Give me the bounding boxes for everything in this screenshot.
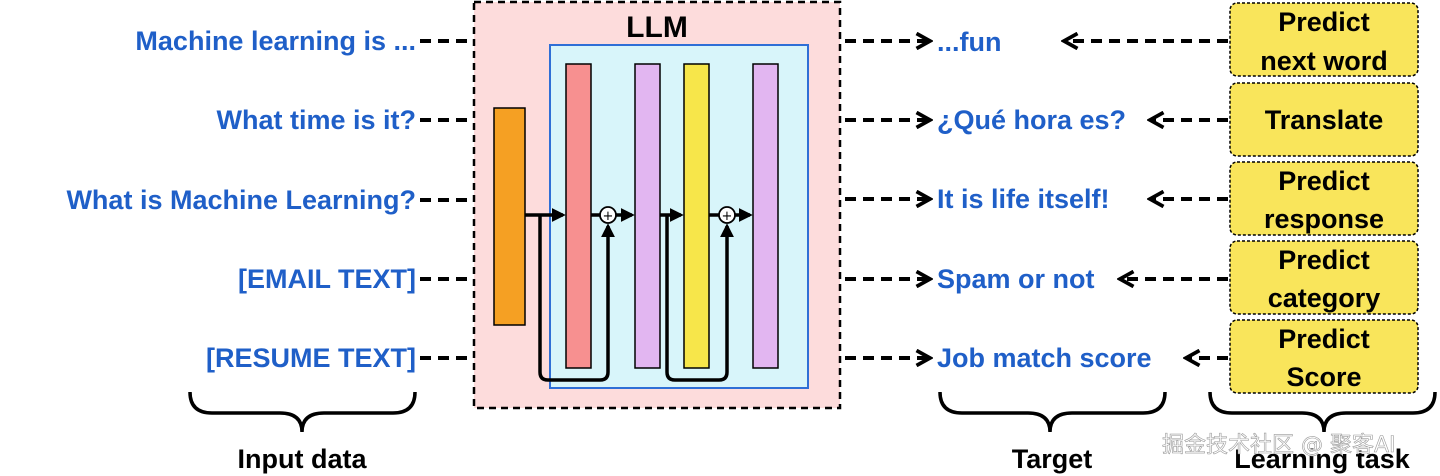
add-node-1 [599,206,617,224]
task-label-line: response [1264,204,1384,234]
add-node-2 [718,206,736,224]
input-label: [EMAIL TEXT] [238,264,416,294]
input-arrows [420,39,472,360]
input-label: [RESUME TEXT] [206,343,416,373]
target-label: It is life itself! [937,184,1110,214]
task-box-translate: Translate [1229,82,1419,157]
output-arrows [845,41,930,358]
task-label-line: Predict [1278,7,1370,37]
svg-text:+: + [722,209,733,224]
feedforward-block-1 [634,63,661,369]
task-label-line: Translate [1265,105,1384,135]
target-brace [938,391,1167,433]
feedforward-block-2 [752,63,779,369]
target-label: Job match score [937,343,1152,373]
target-label: ...fun [937,27,1001,57]
attention-block-1 [565,63,592,369]
input-label: What is Machine Learning? [66,185,416,215]
task-box-predict-score: Predict Score [1229,319,1419,394]
caption-input-data: Input data [238,444,368,474]
task-box-predict-response: Predict response [1229,161,1419,236]
task-brace [1208,391,1437,433]
task-arrows [1064,41,1228,358]
task-label-line: Predict [1278,166,1370,196]
task-label-line: Predict [1278,245,1370,275]
input-label: What time is it? [216,105,416,135]
watermark: 掘金技术社区 @ 聚客AI [1162,433,1396,458]
caption-learning-task: Learning task [1234,444,1411,474]
target-label: ¿Qué hora es? [937,105,1126,135]
input-label: Machine learning is ... [135,26,416,56]
task-label-line: Predict [1278,324,1370,354]
residual-connections: + + [525,206,753,382]
llm-label: LLM [626,11,688,44]
attention-block-2 [683,63,710,369]
input-brace [188,391,417,433]
task-label-line: next word [1260,46,1388,76]
svg-text:+: + [603,209,614,224]
task-box-predict-category: Predict category [1229,240,1419,315]
target-label: Spam or not [937,264,1095,294]
task-label-line: category [1268,283,1381,313]
caption-target: Target [1012,444,1093,474]
task-label-line: Score [1286,362,1361,392]
embedding-block [493,107,526,326]
task-box-predict-next-word: Predict next word [1229,2,1419,77]
